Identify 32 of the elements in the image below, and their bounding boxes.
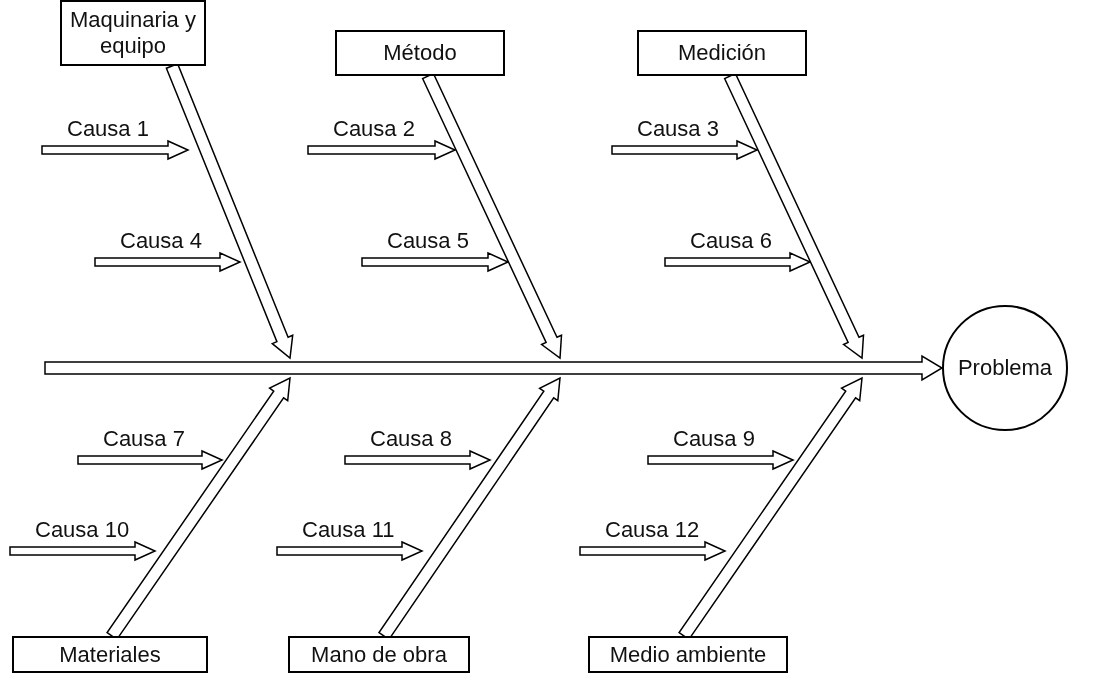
cause-arrow bbox=[664, 251, 812, 273]
problem-circle: Problema bbox=[942, 305, 1068, 431]
spine-arrow bbox=[44, 354, 944, 382]
cause-arrow bbox=[307, 139, 457, 161]
cause-arrow bbox=[41, 139, 190, 161]
cause-label: Causa 11 bbox=[277, 517, 417, 547]
category-box: Medio ambiente bbox=[588, 636, 788, 673]
cause-label: Causa 7 bbox=[78, 426, 208, 456]
cause-arrow bbox=[361, 251, 510, 273]
cause-arrow bbox=[647, 449, 795, 471]
cause-arrow bbox=[344, 449, 492, 471]
category-box: Método bbox=[335, 30, 505, 76]
cause-label: Causa 3 bbox=[612, 116, 742, 146]
cause-label: Causa 10 bbox=[10, 517, 150, 547]
cause-label: Causa 5 bbox=[362, 228, 492, 258]
cause-label: Causa 8 bbox=[345, 426, 475, 456]
cause-label: Causa 6 bbox=[665, 228, 795, 258]
category-box: Materiales bbox=[12, 636, 208, 673]
cause-arrow bbox=[276, 540, 424, 562]
cause-label: Causa 2 bbox=[308, 116, 438, 146]
cause-label: Causa 4 bbox=[95, 228, 225, 258]
cause-arrow bbox=[611, 139, 759, 161]
cause-arrow bbox=[579, 540, 727, 562]
category-box: Maquinaria y equipo bbox=[60, 0, 206, 66]
cause-arrow bbox=[77, 449, 224, 471]
category-box: Medición bbox=[637, 30, 807, 76]
cause-label: Causa 1 bbox=[42, 116, 172, 146]
category-box: Mano de obra bbox=[288, 636, 470, 673]
cause-label: Causa 12 bbox=[580, 517, 720, 547]
cause-arrow bbox=[94, 251, 242, 273]
cause-label: Causa 9 bbox=[648, 426, 778, 456]
cause-arrow bbox=[9, 540, 157, 562]
